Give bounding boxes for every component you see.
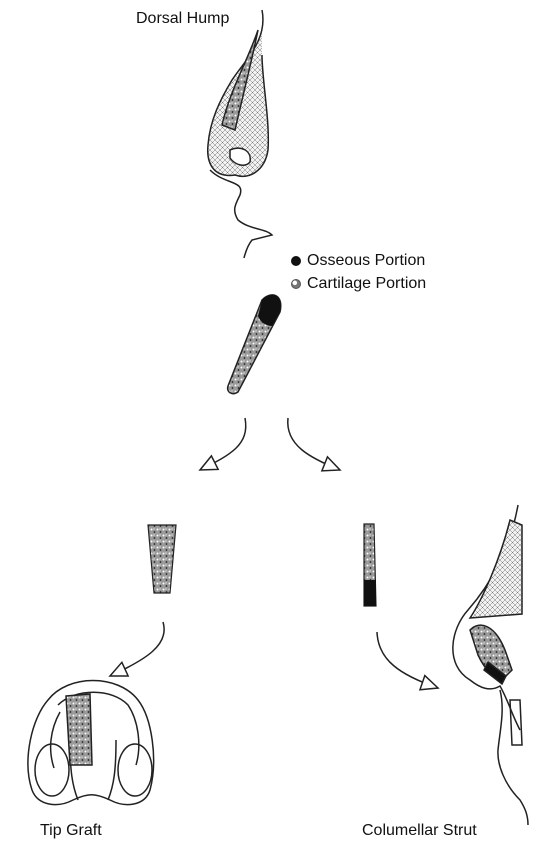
basal-nose-view [28,681,154,805]
hump-graft [228,295,281,394]
osseous-dot-icon [291,256,301,266]
diagram-title: Dorsal Hump [136,10,229,28]
arrow-right [288,418,340,470]
side-nose-view [453,505,528,825]
strut-piece [364,524,376,606]
arrow-to-strut [377,632,438,688]
cartilage-dot-icon [291,279,301,289]
arrow-left [200,418,246,470]
arrow-to-tip [110,622,164,676]
legend-osseous: Osseous Portion [291,252,425,270]
columellar-strut-label: Columellar Strut [362,822,477,840]
legend-osseous-label: Osseous Portion [307,252,425,270]
tip-graft-piece [148,525,176,593]
tip-graft-label: Tip Graft [40,822,102,840]
legend-cartilage: Cartilage Portion [291,275,426,293]
nose-profile-top [208,10,272,258]
legend-cartilage-label: Cartilage Portion [307,275,426,293]
